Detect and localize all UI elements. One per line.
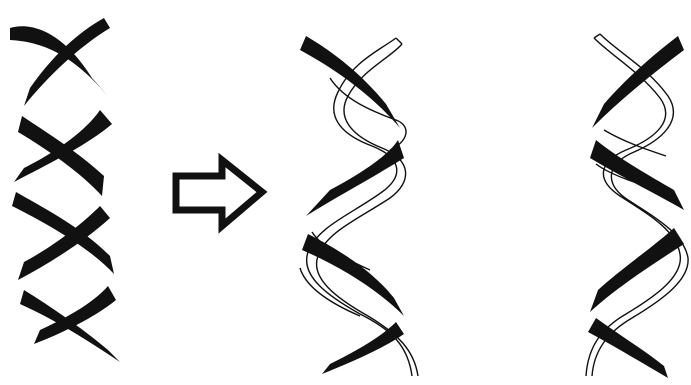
hollow-right-arrow-icon: [176, 160, 262, 226]
helix-source: [10, 18, 120, 362]
helix-source-strand-b-3: [18, 206, 110, 280]
helix-result-right: [586, 34, 688, 378]
helix-result-left-solid-strand: [300, 36, 404, 374]
helix-result-left: [300, 36, 418, 376]
